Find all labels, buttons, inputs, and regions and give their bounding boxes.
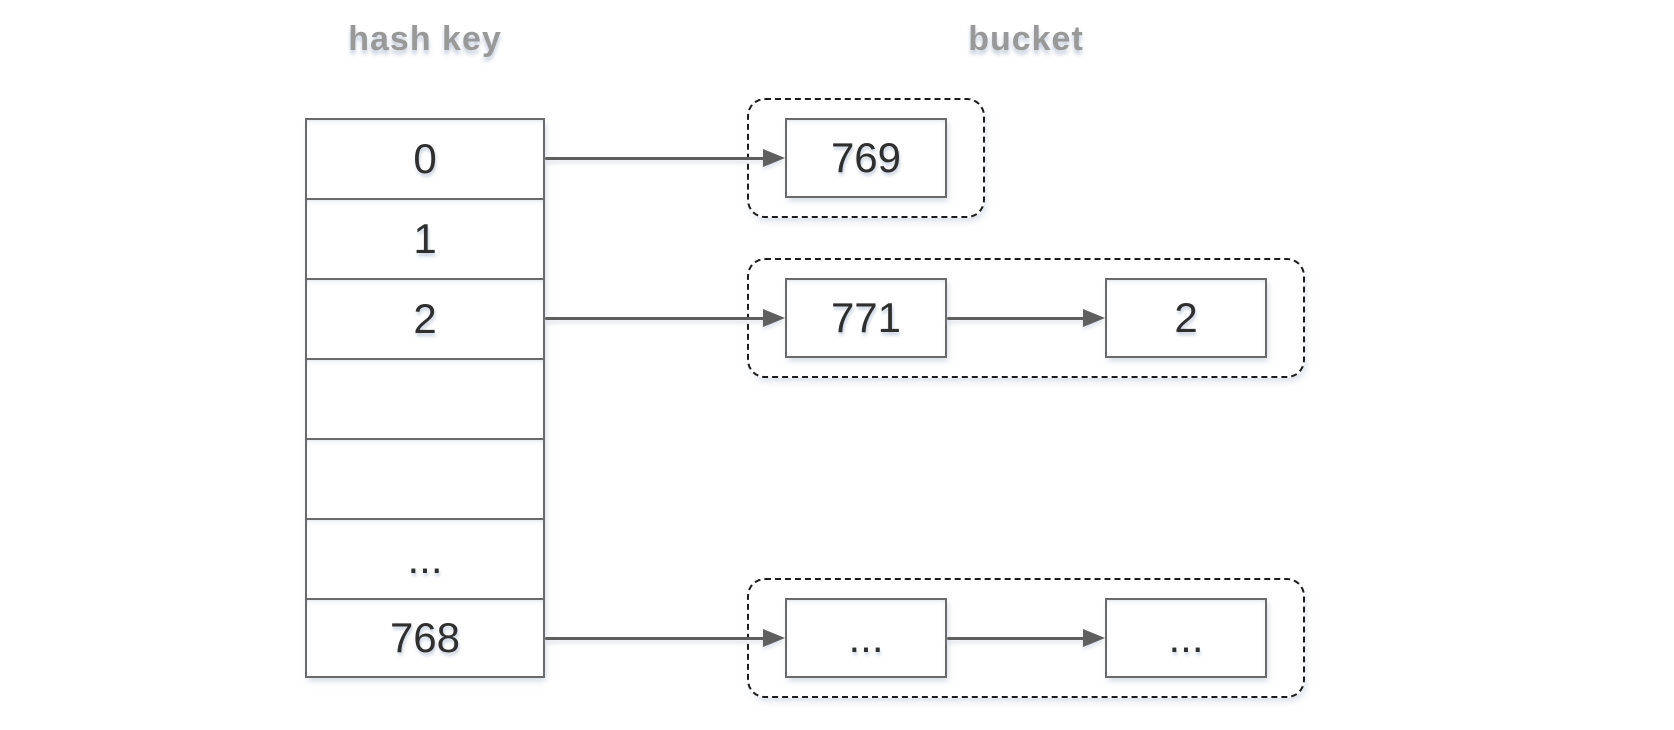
arrow-head-icon [763, 309, 785, 327]
arrow-head-icon [763, 629, 785, 647]
array-cell-1: 1 [307, 200, 543, 280]
bucket-node-771: 771 [785, 278, 947, 358]
bucket-node-2: 2 [1105, 278, 1267, 358]
array-cell-ellipsis: ... [307, 520, 543, 600]
hash-key-title: hash key [348, 20, 502, 58]
arrow-shaft [545, 156, 767, 160]
array-cell-4 [307, 440, 543, 520]
arrow-head-icon [1083, 309, 1105, 327]
arrow-shaft [545, 316, 767, 320]
hash-key-array: 0 1 2 ... 768 [305, 118, 545, 678]
arrow-shaft [545, 636, 767, 640]
array-cell-2: 2 [307, 280, 543, 360]
bucket-for-key-0: 769 [747, 98, 985, 218]
array-cell-3 [307, 360, 543, 440]
arrow-head-icon [763, 149, 785, 167]
bucket-node-769: 769 [785, 118, 947, 198]
arrow-shaft [947, 636, 1087, 640]
bucket-title: bucket [968, 20, 1084, 58]
array-cell-0: 0 [307, 120, 543, 200]
arrow-shaft [947, 316, 1087, 320]
bucket-node-ellipsis-1: ... [785, 598, 947, 678]
array-cell-768: 768 [307, 600, 543, 676]
arrow-head-icon [1083, 629, 1105, 647]
bucket-for-key-2: 771 2 [747, 258, 1305, 378]
bucket-node-ellipsis-2: ... [1105, 598, 1267, 678]
